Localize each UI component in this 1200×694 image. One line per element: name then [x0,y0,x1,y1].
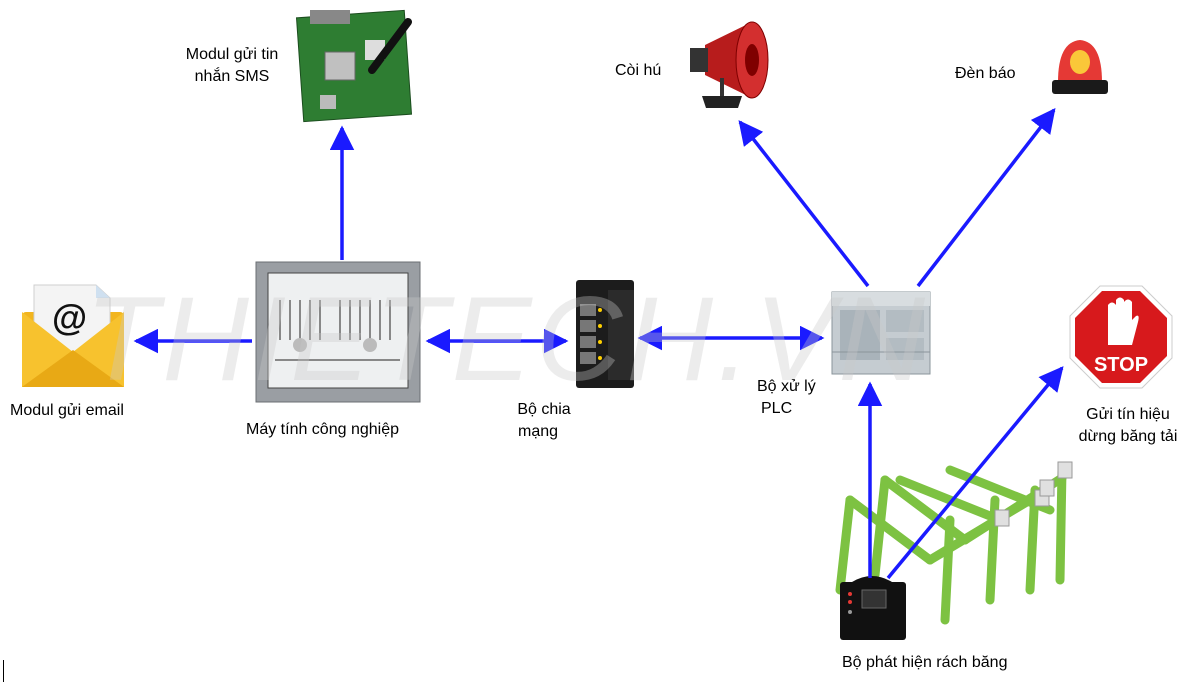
plc-label: Bộ xử lý PLC [757,376,816,420]
sms-label-line1: Modul gửi tin [185,46,279,63]
switch-label-line2: mạng [518,423,559,440]
plc-label-line1: Bộ xử lý [757,378,816,395]
stop-sign-icon: STOP [1069,285,1173,389]
pc-label: Máy tính công nghiệp [246,421,399,438]
stop-label-line2: dừng băng tải [1078,428,1178,445]
email-envelope-icon [22,284,124,387]
stop-sign-text: STOP [1094,354,1148,376]
stop-label-line1: Gửi tín hiệu [1086,406,1170,423]
lamp-label: Đèn báo [955,65,1016,82]
plc-icon [831,291,931,375]
sms-label: Modul gửi tin nhắn SMS [168,44,296,88]
plc-label-line2: PLC [761,400,793,417]
network-switch-icon [576,280,634,388]
email-label: Modul gửi email [10,402,124,419]
arrow-plc-to-horn [738,120,870,288]
horn-label: Còi hú [615,62,662,79]
belt-tear-detector-icon [840,576,906,640]
switch-label: Bộ chia mạng [504,399,584,443]
warning-lamp-icon [1052,40,1108,94]
arrow-plc-to-lamp [916,108,1056,288]
email-glyph: @ [52,297,88,338]
siren-horn-icon [690,21,769,108]
connection-arrows [133,108,1064,580]
stop-label: Gửi tín hiệu dừng băng tải [1068,404,1188,448]
sms-label-line2: nhắn SMS [194,68,270,85]
detector-label: Bộ phát hiện rách băng [842,654,1008,671]
conveyor-belt-icon [835,465,1067,625]
arrow-detector-to-stop [886,366,1064,580]
switch-label-line1: Bộ chia [517,401,571,418]
gsm-module-icon [295,9,413,123]
text-cursor [3,660,4,682]
industrial-pc-icon [255,261,421,403]
